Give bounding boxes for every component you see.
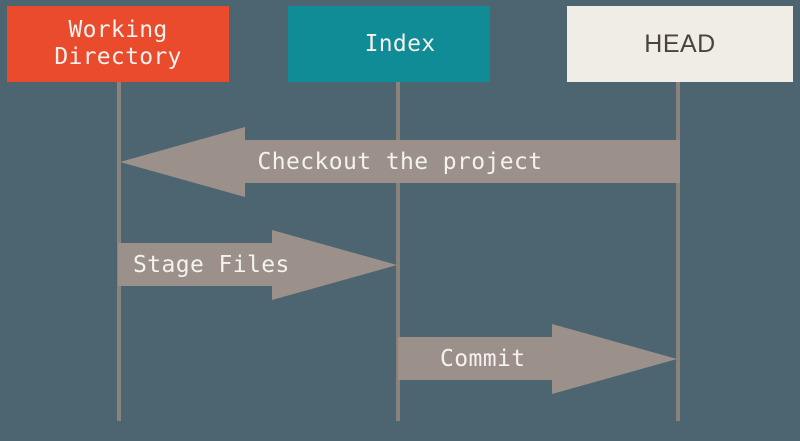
stage-files-arrow-label: Stage Files: [133, 252, 290, 278]
index-box: Index: [288, 6, 490, 82]
stage-files-arrowhead-right-icon: [272, 230, 397, 300]
commit-arrow-label: Commit: [440, 346, 526, 372]
commit-arrow-shaft: [398, 337, 552, 380]
index-label: Index: [364, 30, 436, 57]
index-lifeline: [396, 82, 400, 421]
working-directory-label: Working Directory: [54, 17, 182, 70]
head-lifeline: [676, 82, 680, 421]
checkout-arrowhead-left-icon: [120, 127, 245, 197]
checkout-arrow-label: Checkout the project: [257, 149, 543, 175]
head-label: HEAD: [644, 29, 716, 58]
working-directory-box: Working Directory: [7, 6, 229, 82]
stage-files-arrow-shaft: [118, 243, 272, 286]
commit-arrowhead-right-icon: [552, 324, 677, 394]
checkout-arrow-shaft: [245, 140, 680, 183]
head-box: HEAD: [567, 6, 793, 82]
